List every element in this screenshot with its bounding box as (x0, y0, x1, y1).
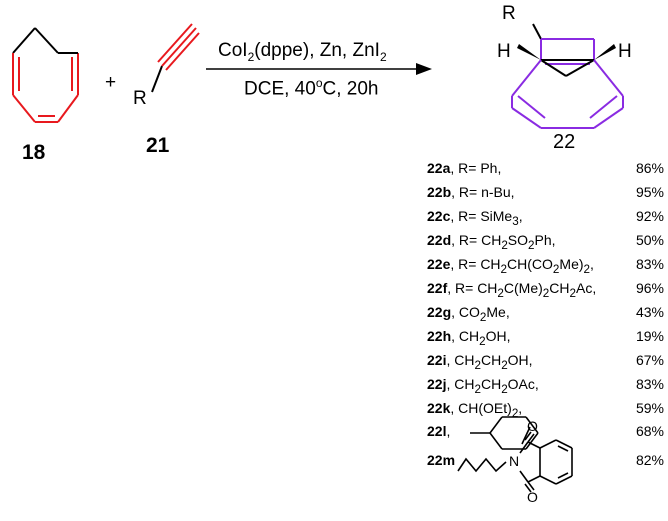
cycloheptatriene-structure (12, 27, 79, 123)
table-row: 22b, R= n-Bu, 95% (0, 184, 668, 204)
reaction-conditions-line1: CoI2(dppe), Zn, ZnI2 (218, 40, 387, 64)
table-row: 22l, 68% (0, 423, 668, 443)
entry-description: 22b, R= n-Bu, (427, 184, 515, 200)
entry-yield: 67% (635, 352, 664, 368)
reactant-18-label: 18 (22, 141, 46, 164)
plus-sign: + (105, 72, 117, 93)
entry-description: 22g, CO2Me, (427, 304, 510, 324)
table-row: 22e, R= CH2CH(CO2Me)2, 83% (0, 256, 668, 276)
entry-yield: 43% (635, 304, 664, 320)
reaction-arrow (206, 63, 432, 75)
phthalimidobutyl-substituent (457, 431, 573, 493)
entry-description: 22i, CH2CH2OH, (427, 352, 533, 372)
entry-yield: 92% (635, 208, 664, 224)
table-row: 22m 82% (0, 452, 668, 472)
entry-yield: 19% (635, 328, 664, 344)
table-row: 22d, R= CH2SO2Ph, 50% (0, 232, 668, 252)
table-row: 22h, CH2OH, 19% (0, 328, 668, 348)
table-row: 22j, CH2CH2OAc, 83% (0, 376, 668, 396)
product-h-right: H (618, 41, 632, 62)
entry-yield: 82% (635, 452, 664, 468)
entry-description: 22f, R= CH2C(Me)2CH2Ac, (427, 280, 597, 300)
alkyne-structure (151, 23, 200, 93)
bicyclic-product-structure (511, 23, 624, 129)
entry-yield: 95% (635, 184, 664, 200)
entry-yield: 68% (635, 423, 664, 439)
reactant-21-label: 21 (146, 134, 170, 157)
table-row: 22g, CO2Me, 43% (0, 304, 668, 324)
entry-description: 22m (427, 452, 456, 468)
phthalimide-n: N (509, 453, 520, 469)
entry-yield: 83% (635, 256, 664, 272)
entry-yield: 86% (635, 160, 664, 176)
entry-description: 22e, R= CH2CH(CO2Me)2, (427, 256, 594, 276)
entry-description: 22k, CH(OEt)2, (427, 400, 523, 420)
entry-description: 22a, R= Ph, (427, 160, 502, 176)
product-h-left: H (497, 41, 511, 62)
product-22-label: 22 (553, 131, 576, 153)
entry-yield: 50% (635, 232, 664, 248)
product-r-label: R (502, 3, 516, 24)
table-row: 22c, R= SiMe3, 92% (0, 208, 668, 228)
phthalimide-o-top: O (527, 418, 538, 434)
entry-description: 22l, (427, 423, 451, 439)
alkyne-r-label: R (133, 88, 147, 109)
table-row: 22k, CH(OEt)2, 59% (0, 400, 668, 420)
entry-description: 22h, CH2OH, (427, 328, 511, 348)
entry-yield: 59% (635, 400, 664, 416)
entry-description: 22d, R= CH2SO2Ph, (427, 232, 556, 252)
table-row: 22i, CH2CH2OH, 67% (0, 352, 668, 372)
entry-yield: 83% (635, 376, 664, 392)
table-row: 22f, R= CH2C(Me)2CH2Ac, 96% (0, 280, 668, 300)
table-row: 22a, R= Ph, 86% (0, 160, 668, 180)
reaction-conditions-line2: DCE, 40oC, 20h (244, 76, 379, 100)
phthalimide-o-bottom: O (527, 489, 538, 505)
entry-yield: 96% (635, 280, 664, 296)
entry-description: 22j, CH2CH2OAc, (427, 376, 539, 396)
entry-description: 22c, R= SiMe3, (427, 208, 523, 228)
